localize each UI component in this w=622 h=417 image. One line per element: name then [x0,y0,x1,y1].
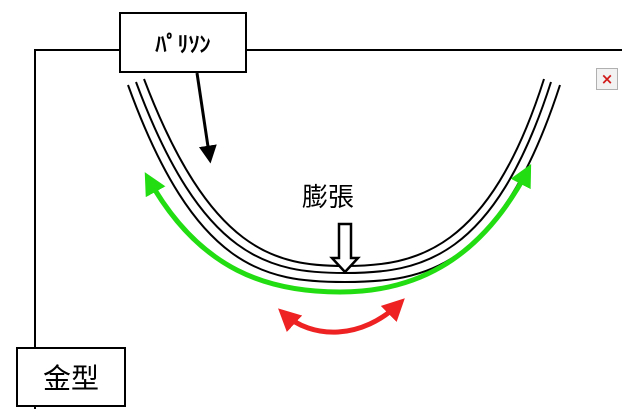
parison-label: ﾊﾟﾘｿﾝ [155,32,211,58]
close-icon: × [600,69,614,88]
close-button[interactable]: × [596,68,618,90]
expansion-label: 膨張 [302,183,355,213]
mold-label-box: 金型 [16,347,126,407]
expansion-arrow-icon [329,222,361,274]
parison-label-box: ﾊﾟﾘｿﾝ [119,12,247,73]
mold-label: 金型 [42,362,99,395]
parison-pointer-arrow [195,72,217,164]
mold-frame [34,49,622,409]
thin-region-arrow [278,298,405,335]
mold-contact-arrow [144,164,532,295]
